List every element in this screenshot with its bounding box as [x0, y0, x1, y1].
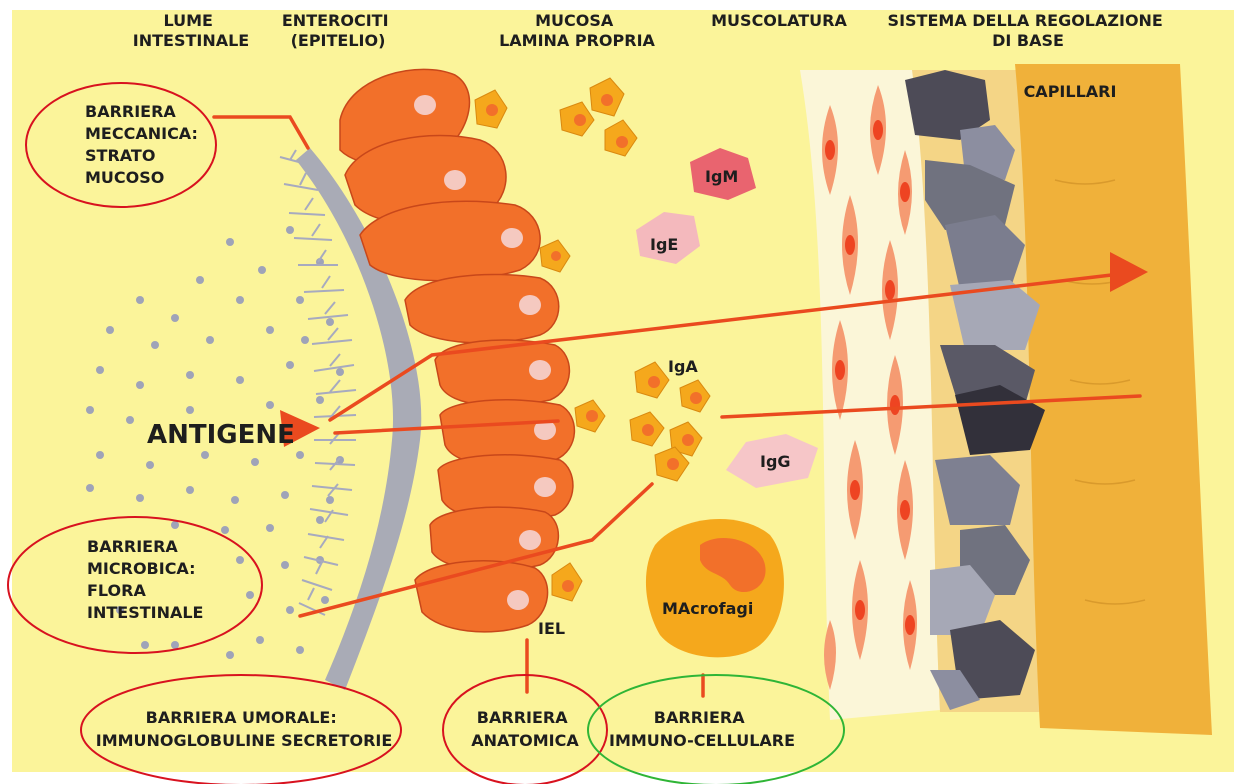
header-muscolatura: MUSCOLATURA: [711, 11, 847, 30]
antigene-label: ANTIGENE: [147, 420, 295, 450]
ige-label: IgE: [650, 235, 678, 254]
macrophage: MAcrofagi: [646, 519, 784, 657]
igg-label: IgG: [760, 452, 791, 471]
iel-label: IEL: [538, 619, 565, 638]
macrofagi-label: MAcrofagi: [662, 599, 753, 618]
iga-label: IgA: [668, 357, 698, 376]
igm-label: IgM: [705, 167, 738, 186]
capillari-label: CAPILLARI: [1024, 82, 1117, 101]
header-enterociti: ENTEROCITI (EPITELIO): [282, 11, 394, 50]
